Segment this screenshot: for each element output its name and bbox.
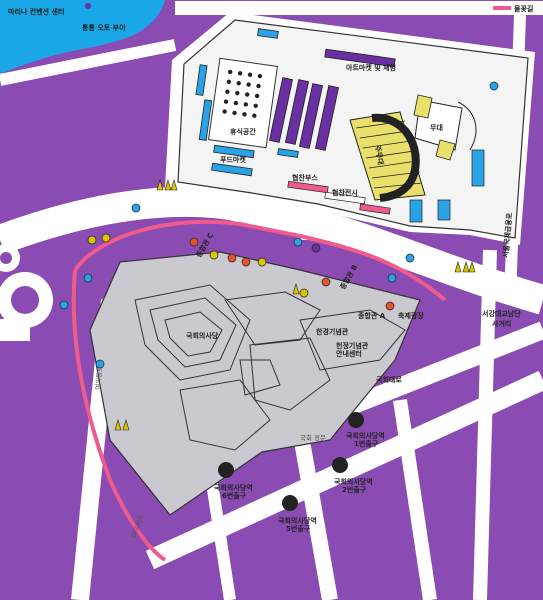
road-gukhoedaero: 국회대로 <box>376 375 402 384</box>
medical-pin <box>321 277 331 287</box>
subway-icon <box>282 495 298 511</box>
subway-icon <box>218 462 234 478</box>
info-pin <box>87 235 97 245</box>
exhibition-label: 협찬전시 <box>332 188 358 197</box>
pier-label: 통통 오토 부이 <box>82 23 126 32</box>
route-top <box>73 219 447 302</box>
roundabout <box>0 244 53 328</box>
stage-label: 무대 <box>430 123 443 132</box>
road-sangdongro-2: 사거리 <box>492 319 511 328</box>
subway-icon <box>348 412 364 428</box>
medical-pin <box>385 301 395 311</box>
green-zone-pin <box>59 300 69 310</box>
river-water <box>0 0 165 74</box>
subway-5-label: 국회의사당역 <box>278 516 317 525</box>
gwangjang-label: 한경기념관 <box>316 327 349 336</box>
road-garden: 국회 정문 <box>300 433 326 442</box>
road-chungjeongnyo: 축제광장 <box>398 311 424 320</box>
assembly-buildings <box>134 284 406 451</box>
green-zone-pin <box>131 203 141 213</box>
subway-exits: 국회의사당역 1번출구 국회의사당역 2번출구 국회의사당역 6번출구 국회의사… <box>214 412 385 533</box>
booths-blue-left <box>195 28 299 177</box>
main-stage-label: 주무대 <box>373 145 385 166</box>
subway-2-label: 국회의사당역 <box>334 477 373 486</box>
marina-center-label: 마리나 컨벤션 센터 <box>8 7 64 16</box>
goods-booth-label: 협찬부스 <box>292 173 318 182</box>
bottom-booths: 협찬부스 협찬전시 <box>287 149 485 223</box>
route-legend-label: 물꽃길 <box>514 4 533 13</box>
legend: 물꽃길 <box>493 4 533 13</box>
road-sangdongro: 서강대교남단 <box>482 309 521 318</box>
water-zone-pin <box>489 81 499 91</box>
rest-area-label: 휴식공간 <box>230 127 256 136</box>
green-zone-pin <box>95 359 105 369</box>
green-zone-pin <box>293 237 303 247</box>
info-pin <box>101 233 111 243</box>
green-zone-pin <box>405 253 415 263</box>
route-left <box>71 269 167 562</box>
pier-pin <box>85 3 91 9</box>
medical-pin <box>189 237 199 247</box>
info-pin <box>299 288 309 298</box>
gate-a-label: 종합관 A <box>358 311 386 320</box>
subway-6-label-2: 6번출구 <box>222 491 247 500</box>
subway-2-label-2: 2번출구 <box>342 485 367 494</box>
art-market-label: 아트마켓 및 체험 <box>346 63 396 72</box>
medical-pin <box>227 253 237 263</box>
food-market-label: 푸드마켓 <box>220 155 246 164</box>
route-legend-swatch <box>493 6 511 10</box>
bus-pin <box>311 243 321 253</box>
national-assembly-label: 국회의사당 <box>186 331 219 340</box>
info-pin <box>209 250 219 260</box>
road-seoul-intl: 서울국제금융로 <box>501 212 514 258</box>
medical-pin <box>241 257 251 267</box>
facility-pins <box>59 81 499 369</box>
subway-1-label-2: 1번출구 <box>354 439 379 448</box>
subway-1-label: 국회의사당역 <box>346 431 385 440</box>
green-zone-pin <box>83 273 93 283</box>
toilet-icons <box>114 178 476 431</box>
rest-area: 휴식공간 <box>208 57 278 149</box>
main-stage-area: 주무대 무대 <box>349 94 477 202</box>
subway-6-label: 국회의사당역 <box>214 483 253 492</box>
info-center-label: 헌정기념관 <box>336 341 369 350</box>
assembly-plaza <box>89 251 421 516</box>
info-pin <box>257 257 267 267</box>
info-center-label-2: 안내센터 <box>336 349 362 358</box>
subway-icon <box>332 457 348 473</box>
road-yeouidongro: 여의동로 <box>93 366 104 391</box>
subway-5-label-2: 5번출구 <box>286 524 311 533</box>
green-zone-pin <box>387 273 397 283</box>
art-market-booths <box>268 48 396 151</box>
